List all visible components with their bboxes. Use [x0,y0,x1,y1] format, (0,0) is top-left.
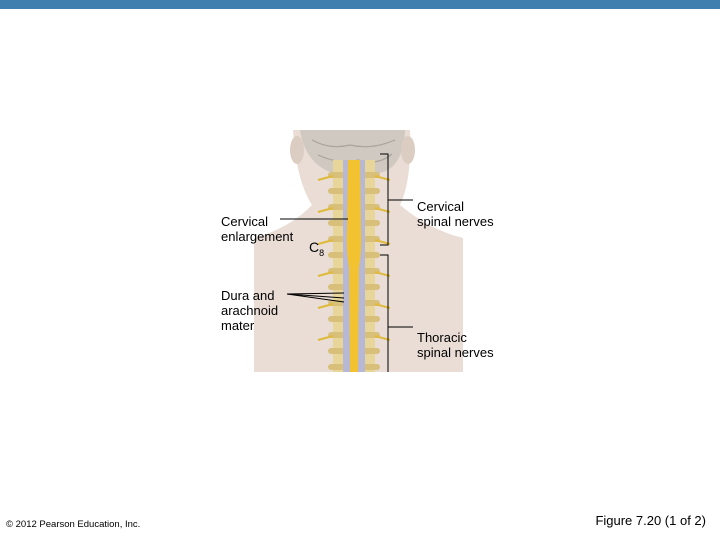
thoracic-bracket [380,254,413,372]
figure-caption: Figure 7.20 (1 of 2) [595,513,706,528]
vertebrae [328,172,380,370]
c8-label: C8 [309,240,324,261]
c8-letter: C [309,239,320,255]
c8-subscript: 8 [319,247,325,258]
left-ear [290,136,304,164]
copyright-text: © 2012 Pearson Education, Inc. [6,519,141,530]
header-bar [0,0,720,9]
thoracic-spinal-nerves-label: Thoracic spinal nerves [417,330,494,360]
right-ear [401,136,415,164]
cervical-spinal-nerves-label: Cervical spinal nerves [417,199,494,229]
spinal-cord [346,160,362,372]
label-leader-lines [280,218,348,303]
dura-arachnoid-label: Dura and arachnoid mater [221,288,279,333]
cervical-enlargement-label: Cervical enlargement [221,214,294,244]
cervical-bracket [380,153,413,246]
brain [300,130,405,177]
